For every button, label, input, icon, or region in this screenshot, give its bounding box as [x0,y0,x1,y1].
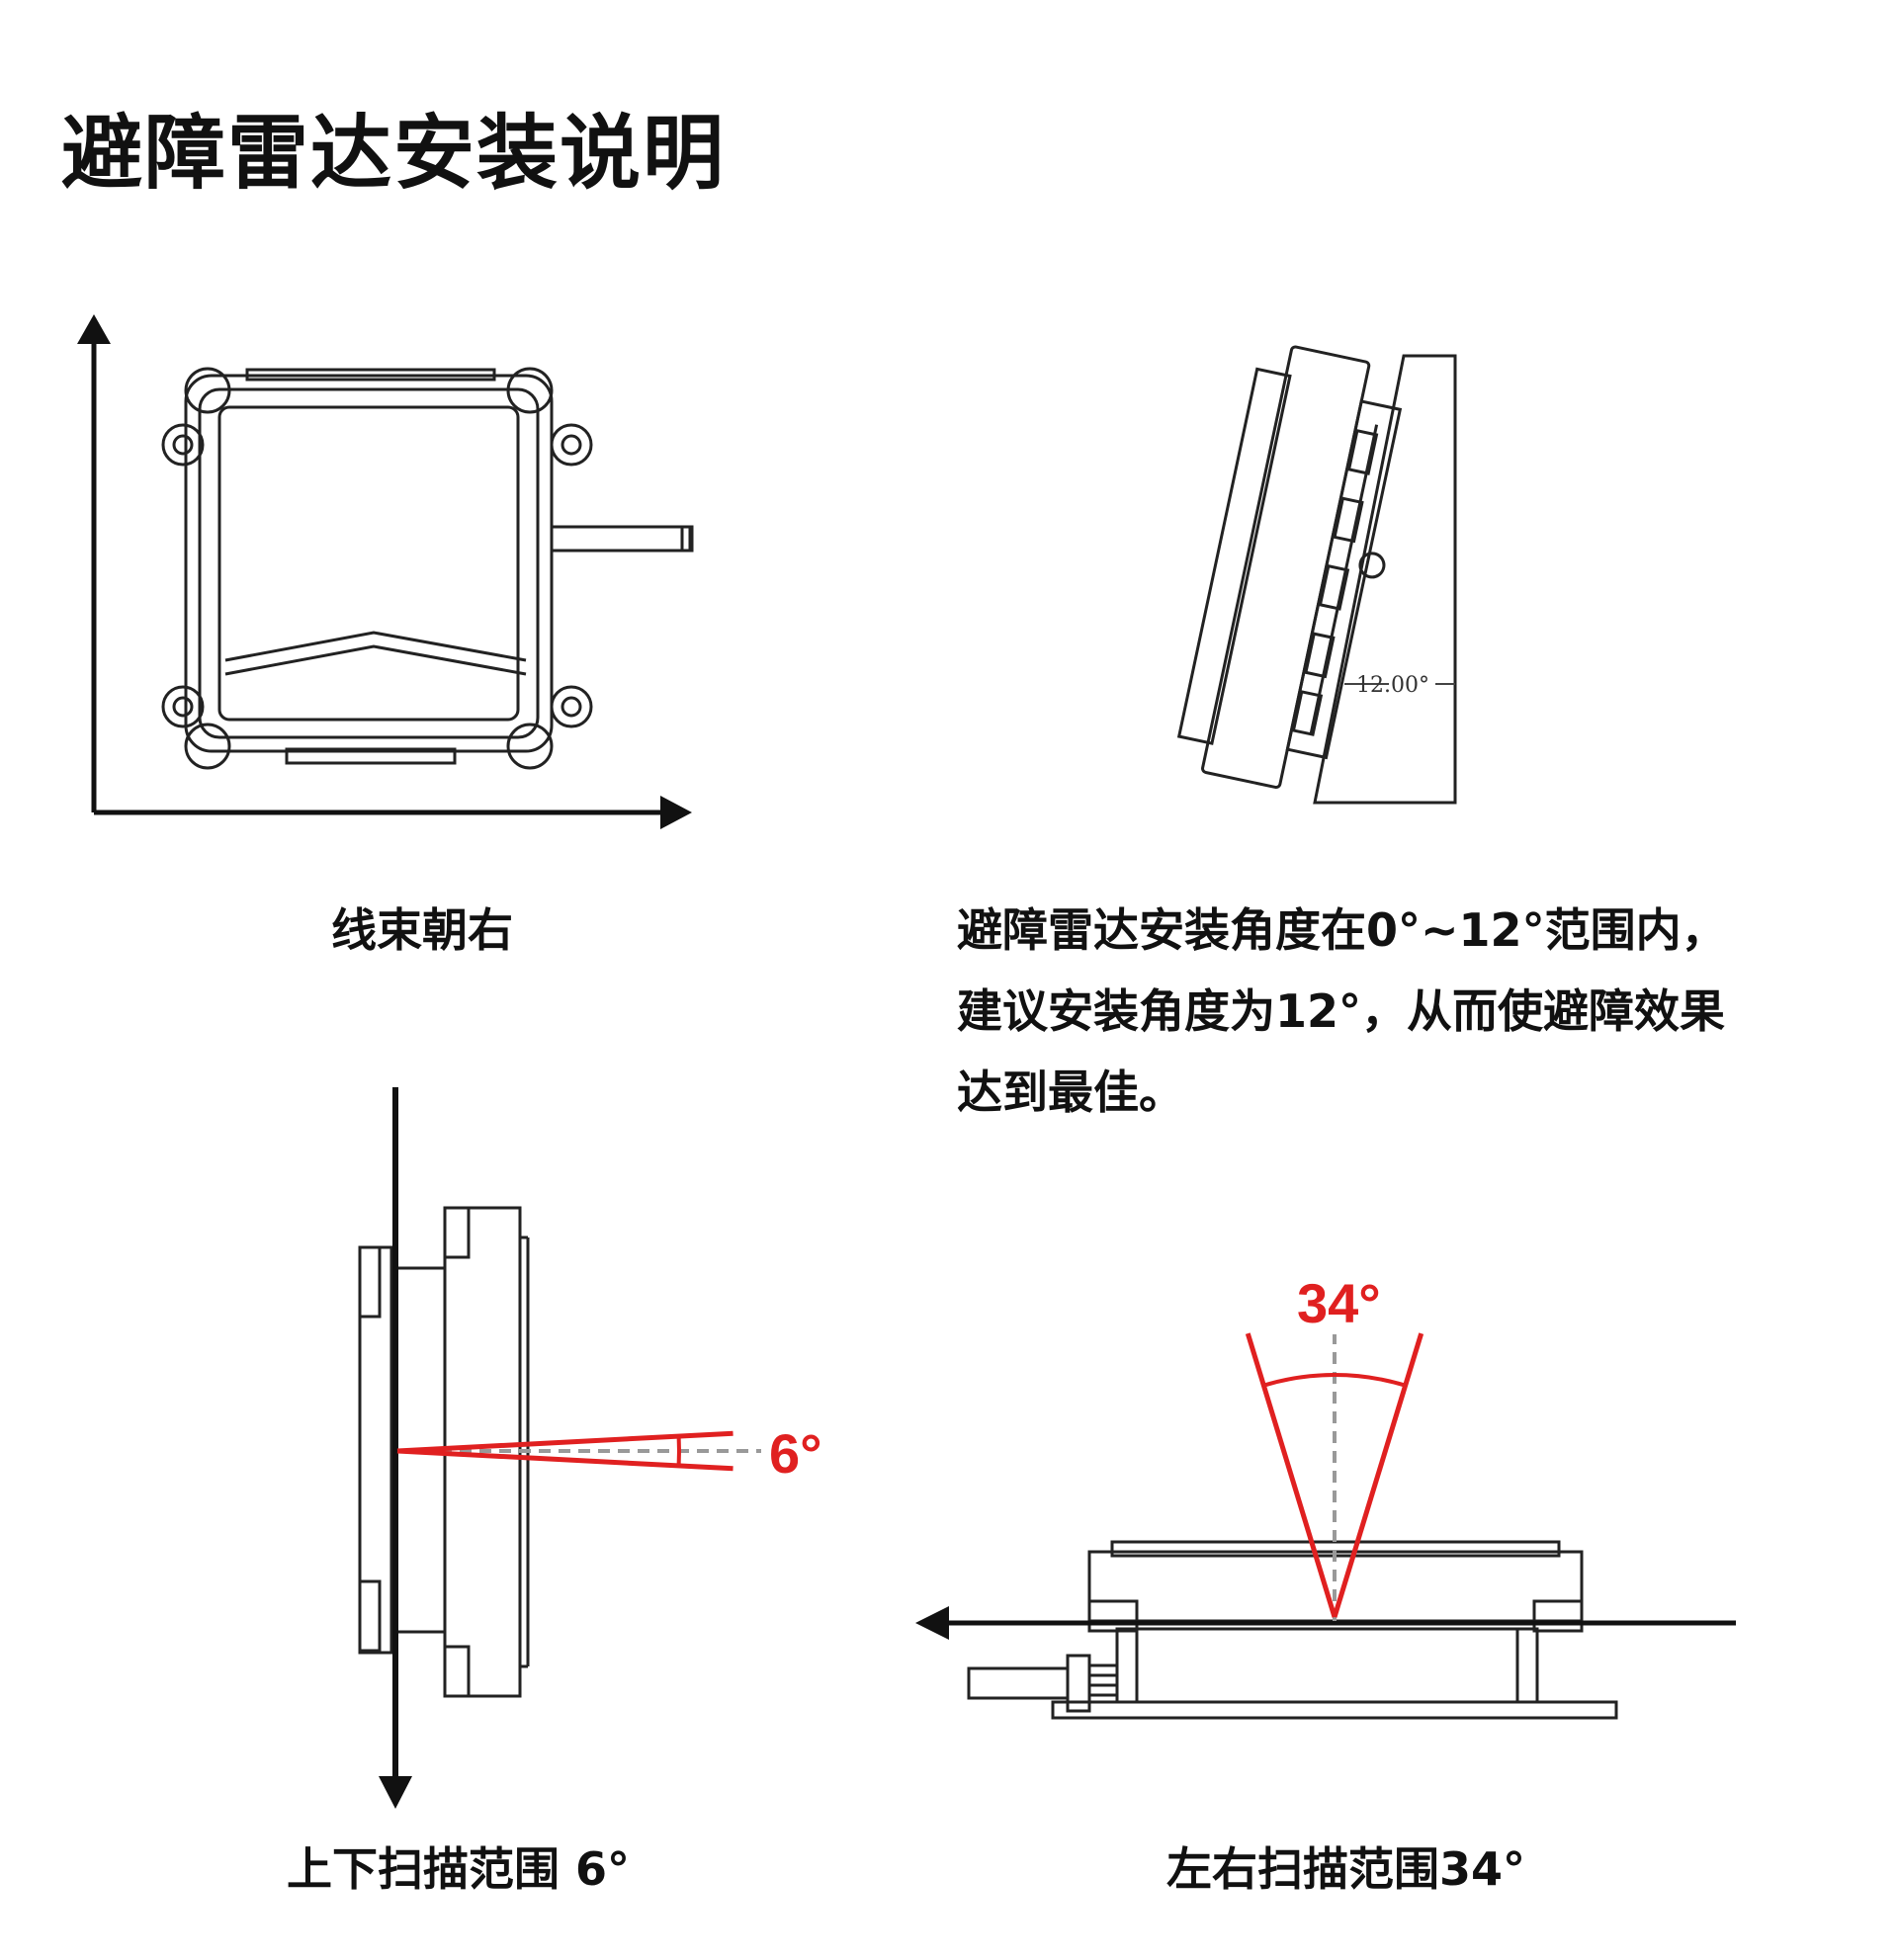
horizontal-scan-left-edge [1245,1332,1337,1618]
horizontal-scan-arc [1262,1373,1407,1388]
harness-orientation-figure [77,314,694,829]
tilt-description-line-3: 达到最佳。 [957,1065,1184,1119]
wedge-mount [1313,354,1457,805]
vertical-scan-lower-edge [396,1448,733,1472]
radar-top-view [161,367,694,770]
vertical-scan-upper-edge [396,1430,733,1454]
radar-side-view [1176,345,1403,790]
horizontal-scan-angle-label: 34° [1297,1272,1381,1334]
axis-arrows [77,314,692,829]
tilt-description-line-2: 建议安装角度为12°，从而使避障效果 [957,984,1726,1038]
vertical-scan-figure: 6° [358,1087,822,1809]
tilt-description-line-1: 避障雷达安装角度在0°~12°范围内， [957,903,1727,957]
page-title: 避障雷达安装说明 [61,107,727,201]
vertical-scan-wedge [396,1430,733,1472]
tilt-angle-label: 12.00° [1356,673,1429,698]
vertical-scan-angle-label: 6° [769,1422,822,1485]
horizontal-scan-caption: 左右扫描范围34° [1166,1842,1526,1896]
vertical-scan-caption: 上下扫描范围 6° [287,1842,631,1896]
radar-profile-horizontal [967,1540,1618,1720]
tilt-description: 避障雷达安装角度在0°~12°范围内， 建议安装角度为12°，从而使避障效果 达… [957,890,1807,1133]
horizontal-scan-figure: 34° [915,1272,1736,1720]
horizontal-scan-wedge [1245,1332,1424,1618]
harness-caption: 线束朝右 [331,903,513,957]
tilt-angle-figure [1176,345,1457,805]
horizontal-scan-right-edge [1332,1332,1424,1618]
